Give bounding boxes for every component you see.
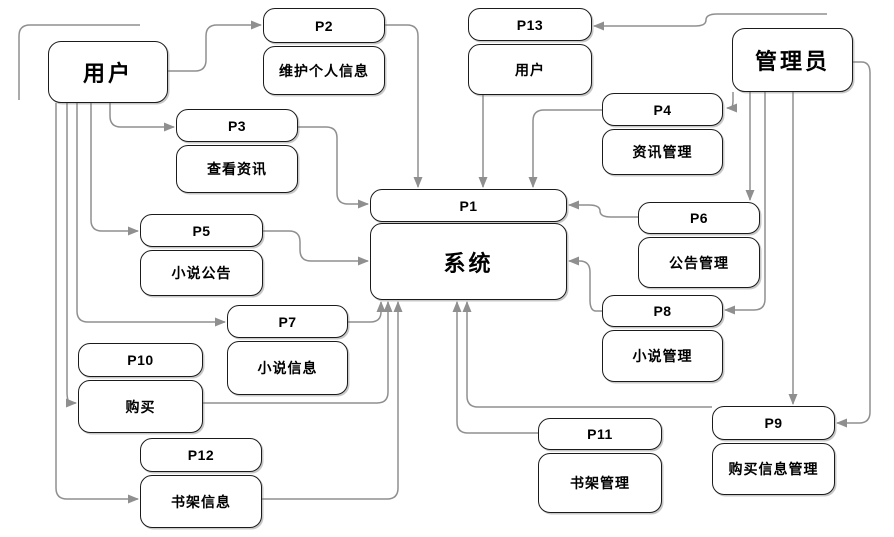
process-label-p5: 小说公告	[140, 250, 263, 296]
edge-p10-p1	[203, 301, 393, 404]
process-code-p13: P13	[468, 8, 592, 41]
process-label-p1: 系统	[370, 223, 567, 300]
process-code-p7: P7	[227, 305, 348, 338]
edge-p8-p1	[568, 256, 602, 312]
process-code-p12: P12	[140, 438, 262, 472]
edge-user-p10	[66, 103, 77, 408]
process-code-p4: P4	[602, 93, 723, 126]
process-label-p6: 公告管理	[638, 237, 760, 288]
edge-p12-p1	[262, 301, 403, 500]
process-code-p2: P2	[263, 8, 385, 43]
process-code-p9: P9	[712, 406, 835, 440]
node-user: 用户	[48, 41, 168, 103]
edge-admin-p8	[724, 92, 766, 315]
edge-admin-p9-right	[836, 61, 871, 428]
edge-user-p7	[76, 103, 226, 327]
process-code-p10: P10	[78, 343, 203, 377]
edge-user-p2	[168, 20, 262, 72]
edge-p5-p1	[263, 230, 369, 266]
process-label-p12: 书架信息	[140, 475, 262, 528]
edge-p2-p1	[385, 24, 423, 188]
stray-line-0	[18, 24, 140, 100]
edge-admin-p13	[593, 13, 827, 31]
edge-admin-p4	[726, 92, 737, 113]
node-admin: 管理员	[732, 28, 853, 92]
process-code-p1: P1	[370, 189, 567, 222]
edge-user-p12	[55, 103, 139, 504]
edge-p3-p1	[298, 126, 369, 209]
edge-p7-p1	[348, 301, 386, 323]
process-label-p9: 购买信息管理	[712, 443, 835, 495]
process-code-p11: P11	[538, 418, 662, 450]
process-label-p8: 小说管理	[602, 330, 723, 382]
edge-user-p3	[109, 103, 175, 132]
edge-p4-p1	[528, 109, 602, 188]
process-label-p4: 资讯管理	[602, 129, 723, 175]
edge-p9-p1	[462, 301, 712, 408]
process-label-p11: 书架管理	[538, 453, 662, 513]
process-label-p10: 购买	[78, 380, 203, 433]
process-code-p3: P3	[176, 109, 298, 142]
process-label-p3: 查看资讯	[176, 145, 298, 193]
process-code-p6: P6	[638, 202, 760, 234]
edge-p11-p1	[452, 301, 538, 434]
edge-user-p5	[90, 103, 139, 236]
process-label-p7: 小说信息	[227, 341, 348, 395]
actor-label-user: 用户	[48, 41, 168, 103]
process-code-p8: P8	[602, 295, 723, 327]
process-code-p5: P5	[140, 214, 263, 247]
process-label-p13: 用户	[468, 44, 592, 95]
edge-p6-p1	[568, 200, 638, 218]
process-label-p2: 维护个人信息	[263, 46, 385, 95]
actor-label-admin: 管理员	[732, 28, 853, 92]
